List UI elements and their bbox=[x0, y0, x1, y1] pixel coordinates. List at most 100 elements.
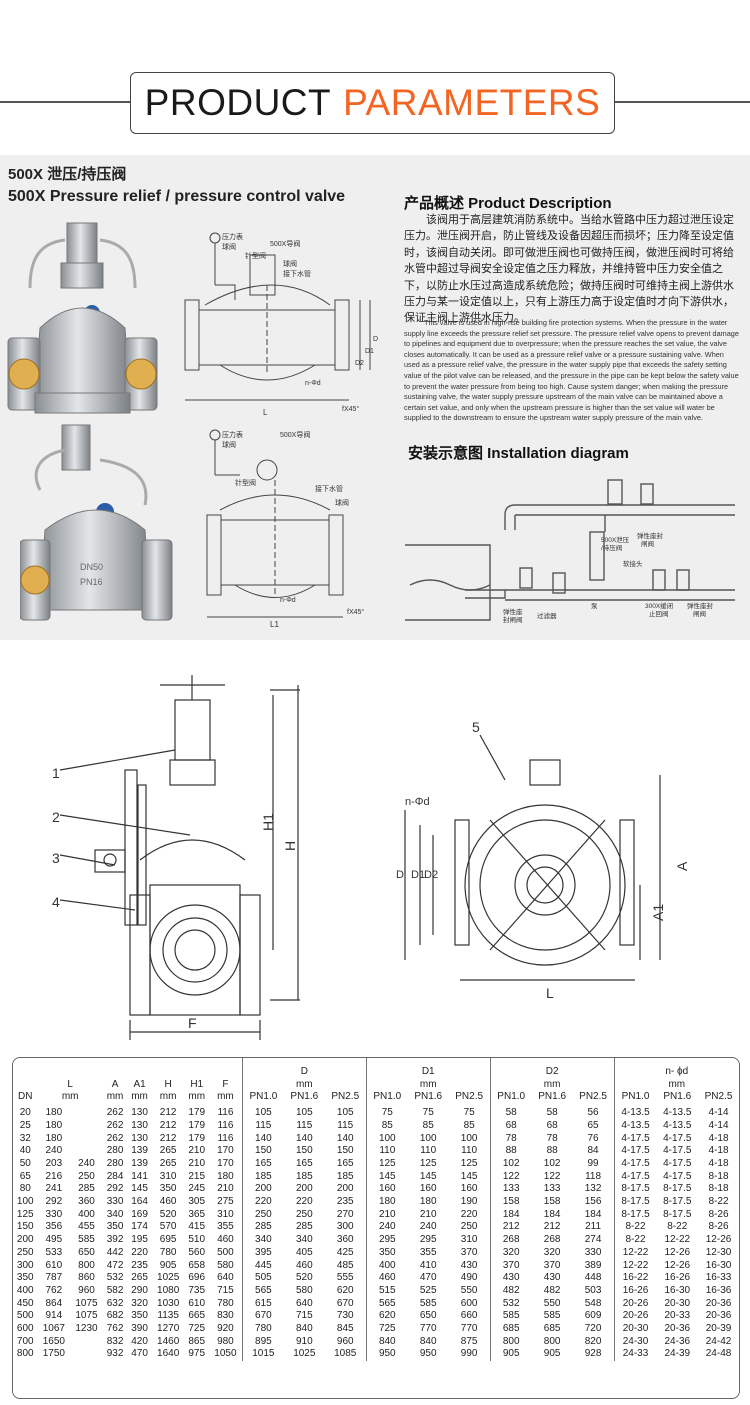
table-cell: 1230 bbox=[75, 1323, 98, 1335]
table-cell: 100 bbox=[16, 1196, 34, 1208]
install-gate2-label: 弹性座封 bbox=[687, 601, 714, 610]
table-cell: 265 bbox=[131, 1272, 148, 1284]
table-cell: 76 bbox=[587, 1132, 599, 1144]
table-cell: 330 bbox=[584, 1246, 602, 1258]
table-cell: 330 bbox=[45, 1208, 63, 1220]
table-cell: 585 bbox=[489, 1310, 532, 1324]
table-cell: 895 bbox=[241, 1335, 284, 1349]
table-cell: 520 bbox=[295, 1272, 313, 1284]
table-cell: 139 bbox=[131, 1157, 148, 1169]
table-cell: 585 bbox=[78, 1234, 95, 1246]
table-cell: 975 bbox=[188, 1348, 206, 1360]
table-cell: 665 bbox=[188, 1310, 206, 1322]
table-cell: 4-14 bbox=[708, 1119, 729, 1131]
table-cell: 300 bbox=[336, 1221, 354, 1233]
table-cell: 8-22 bbox=[613, 1234, 657, 1247]
table-cell: 620 bbox=[365, 1310, 408, 1324]
d1-flange-label: fX45° bbox=[342, 405, 359, 413]
table-cell: 650 bbox=[419, 1310, 437, 1322]
table-cell: 840 bbox=[295, 1323, 313, 1335]
table-cell: 4-18 bbox=[708, 1145, 729, 1157]
table-cell: 165 bbox=[336, 1157, 354, 1169]
table-cell: 56 bbox=[587, 1107, 599, 1119]
table-cell: 460 bbox=[295, 1259, 313, 1271]
th-A1-unit: mm bbox=[131, 1091, 148, 1103]
table-cell: 4-14 bbox=[708, 1107, 729, 1119]
table-cell: 840 bbox=[419, 1335, 437, 1347]
th-L-unit: mm bbox=[61, 1091, 79, 1103]
table-cell: 210 bbox=[188, 1157, 206, 1169]
table-cell: 20-36 bbox=[664, 1323, 691, 1335]
table-cell: 460 bbox=[159, 1196, 177, 1208]
table-cell: 160 bbox=[419, 1183, 437, 1195]
table-cell: 905 bbox=[543, 1348, 561, 1360]
install-check-label: 300X缓闭 bbox=[645, 601, 673, 610]
table-cell: 78 bbox=[489, 1132, 532, 1146]
table-cell: 179 bbox=[188, 1119, 206, 1131]
table-cell: 240 bbox=[45, 1145, 63, 1157]
table-cell: 100 bbox=[419, 1132, 437, 1144]
table-cell: 145 bbox=[365, 1170, 408, 1184]
table-cell: 240 bbox=[365, 1221, 408, 1235]
callout-2: 2 bbox=[52, 809, 60, 825]
table-cell: 482 bbox=[543, 1284, 561, 1296]
table-cell: 360 bbox=[336, 1234, 354, 1246]
table-cell: 695 bbox=[159, 1234, 177, 1246]
table-cell: 700 bbox=[16, 1335, 34, 1347]
table-cell: 210 bbox=[365, 1208, 408, 1222]
table-cell: 203 bbox=[45, 1157, 63, 1169]
install-joint-label: 软接头 bbox=[623, 559, 643, 568]
table-cell: 125 bbox=[460, 1157, 478, 1169]
table-cell: 515 bbox=[365, 1284, 408, 1298]
th-nd-pn10: PN1.0 bbox=[613, 1091, 657, 1107]
table-cell: 400 bbox=[16, 1284, 34, 1296]
table-cell: 310 bbox=[217, 1208, 234, 1220]
table-cell: 220 bbox=[460, 1208, 478, 1220]
table-cell: 905 bbox=[489, 1348, 532, 1362]
section-drawing-2: 压力表 球阀 500X导阀 针型阀 接下水管 球阀 n-Φd L1 fX45° bbox=[206, 429, 364, 629]
table-cell: 78 bbox=[546, 1132, 558, 1144]
table-cell: 150 bbox=[336, 1145, 354, 1157]
table-cell: 24-30 bbox=[613, 1335, 657, 1349]
table-cell: 150 bbox=[241, 1145, 284, 1158]
table-cell: 390 bbox=[131, 1323, 148, 1335]
table-cell: 212 bbox=[159, 1107, 177, 1119]
table-cell: 864 bbox=[45, 1297, 63, 1309]
table-cell: 730 bbox=[336, 1310, 354, 1322]
description-cn: 该阀用于高层建筑消防系统中。当给水管路中压力超过泄压设定压力。泄压阀开启，防止管… bbox=[404, 214, 734, 325]
table-cell: 140 bbox=[241, 1132, 284, 1146]
table-cell: 184 bbox=[489, 1208, 532, 1222]
table-cell: 510 bbox=[188, 1234, 206, 1246]
table-cell: 4-17.5 bbox=[663, 1145, 692, 1157]
table-cell: 370 bbox=[489, 1259, 532, 1273]
th-D1: D1 bbox=[365, 1058, 491, 1079]
table-cell: 125 bbox=[365, 1157, 408, 1171]
table-cell: 292 bbox=[106, 1183, 124, 1195]
table-cell: 610 bbox=[188, 1297, 206, 1309]
d1-D-label: D bbox=[373, 336, 378, 343]
table-cell: 210 bbox=[188, 1145, 206, 1157]
d1-D2-label: D2 bbox=[355, 360, 364, 367]
table-cell: 250 bbox=[241, 1208, 284, 1222]
table-cell: 735 bbox=[188, 1284, 206, 1296]
table-cell: 1067 bbox=[42, 1323, 65, 1335]
table-cell: 355 bbox=[217, 1221, 234, 1233]
table-cell: 80 bbox=[19, 1183, 31, 1195]
table-cell: 212 bbox=[159, 1132, 177, 1144]
table-cell: 180 bbox=[365, 1196, 408, 1209]
table-cell: 310 bbox=[460, 1234, 478, 1246]
install-gate2-label-2: 闸阀 bbox=[693, 609, 706, 618]
table-cell: 75 bbox=[422, 1107, 434, 1119]
table-cell: 220 bbox=[241, 1196, 284, 1209]
th-D2-pn10: PN1.0 bbox=[489, 1091, 532, 1107]
table-cell: 430 bbox=[543, 1272, 561, 1284]
table-cell: 425 bbox=[336, 1246, 354, 1258]
table-cell: 16-22 bbox=[613, 1272, 657, 1285]
table-cell: 460 bbox=[365, 1272, 408, 1285]
install-gate3-label-2: 封闸阀 bbox=[503, 615, 523, 624]
